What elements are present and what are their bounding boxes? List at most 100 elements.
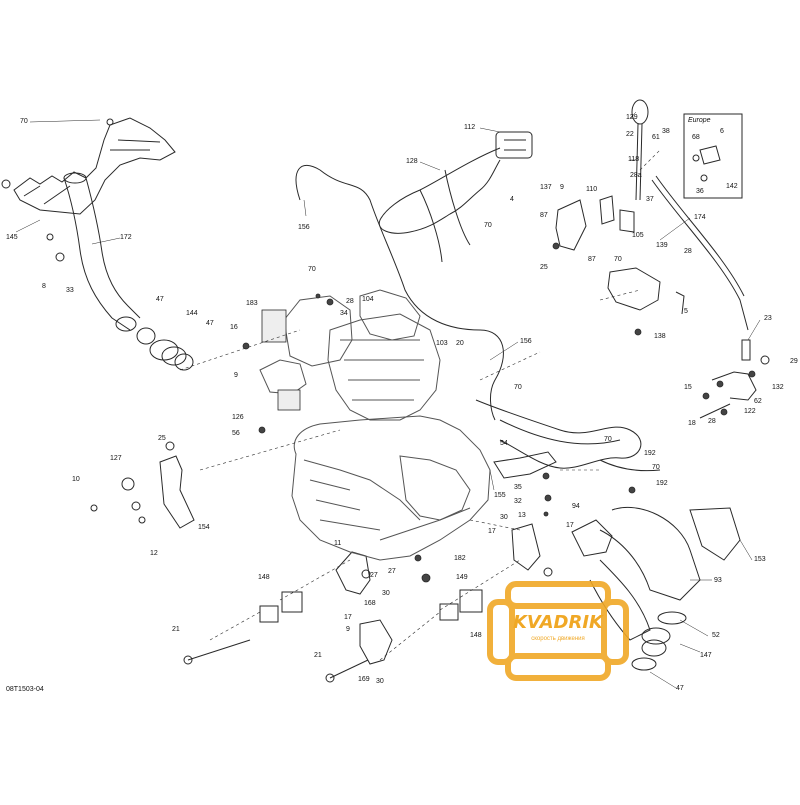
callout-label: 10 — [72, 476, 80, 483]
callout-label: 23 — [764, 315, 772, 322]
callout-label: 35 — [514, 484, 522, 491]
fastener-70 — [315, 293, 321, 299]
callout-label: 9 — [560, 184, 564, 191]
callout-label: 47 — [156, 296, 164, 303]
callout-label: 38 — [662, 128, 670, 135]
callout-label: 15 — [684, 384, 692, 391]
callout-label: 52 — [712, 632, 720, 639]
watermark-brand: KVADRIK — [513, 612, 605, 633]
callout-label: 168 — [364, 600, 376, 607]
fastener-192 — [628, 486, 636, 494]
rubber-mount-148-left — [259, 591, 303, 623]
callout-label: 70 — [484, 222, 492, 229]
fastener-28 — [326, 298, 334, 306]
callout-label: 87 — [588, 256, 596, 263]
rubber-mount-148-right — [439, 589, 483, 621]
callout-label: 20 — [456, 340, 464, 347]
fastener-16 — [242, 342, 250, 350]
callout-label: 54 — [500, 440, 508, 447]
callout-label: 94 — [572, 503, 580, 510]
callout-label: 17 — [566, 522, 574, 529]
callout-label: 104 — [362, 296, 374, 303]
leader-lines — [179, 149, 661, 661]
callout-label: 62 — [754, 398, 762, 405]
europe-inset-box — [683, 113, 743, 199]
callout-label: 182 — [454, 555, 466, 562]
bolts-left — [1, 118, 114, 262]
solenoid-bracket — [607, 267, 685, 315]
callout-label: 28 — [346, 298, 354, 305]
callout-label: 174 — [694, 214, 706, 221]
callout-label: 27 — [388, 568, 396, 575]
callout-label: 70 — [614, 256, 622, 263]
fastener-18 — [702, 392, 710, 400]
callout-label: 70 — [20, 118, 28, 125]
callout-label: 70 — [604, 436, 612, 443]
callout-label: 21 — [172, 626, 180, 633]
callout-label: 28 — [708, 418, 716, 425]
callout-label: 127 — [110, 455, 122, 462]
callout-label: 139 — [656, 242, 668, 249]
callout-label: 47 — [676, 685, 684, 692]
callout-label: 11 — [334, 540, 342, 547]
boot-and-clamps — [136, 327, 194, 371]
fastener-13 — [543, 511, 549, 517]
wiring-harness — [378, 147, 501, 263]
long-bolt-21-right — [325, 659, 369, 683]
callout-label: 87 — [540, 212, 548, 219]
long-bolt-21-left — [183, 639, 251, 665]
callout-label: 37 — [646, 196, 654, 203]
engine-block — [259, 289, 491, 561]
fastener-15 — [716, 380, 724, 388]
callout-label: 61 — [652, 134, 660, 141]
callout-label: 28 — [684, 248, 692, 255]
exhaust-gasket-147 — [631, 627, 671, 671]
callout-label: 138 — [654, 333, 666, 340]
callout-label: 16 — [230, 324, 238, 331]
callout-label: 110 — [586, 186, 598, 193]
callout-label: 6 — [720, 128, 724, 135]
throttle-cable — [295, 164, 504, 421]
callout-label: 154 — [198, 524, 210, 531]
fastener-182 — [414, 554, 422, 562]
callout-label: 33 — [66, 287, 74, 294]
watermark-tagline: скорость движения — [531, 636, 585, 642]
callout-label: 192 — [656, 480, 668, 487]
engine-mount-bracket-168 — [335, 551, 371, 595]
callout-label: 149 — [456, 574, 468, 581]
fastener-25 — [552, 242, 560, 250]
exhaust-elbow-94 — [571, 519, 613, 557]
callout-label: 137 — [540, 184, 552, 191]
europe-inset-parts — [692, 145, 721, 182]
callout-label: 147 — [700, 652, 712, 659]
shift-linkage — [699, 355, 770, 419]
callout-label: 169 — [358, 676, 370, 683]
fastener-5 — [634, 328, 642, 336]
callout-label: 12 — [150, 550, 158, 557]
callout-label: 47 — [206, 320, 214, 327]
callout-label: 128 — [406, 158, 418, 165]
callout-label: 112 — [464, 124, 476, 131]
callout-label: 144 — [186, 310, 198, 317]
callout-label: 30 — [376, 678, 384, 685]
fastener-32 — [544, 494, 552, 502]
callout-label: 129 — [626, 114, 638, 121]
sensor-126 — [277, 389, 301, 411]
callout-leaders — [15, 111, 761, 689]
callout-label: 93 — [714, 577, 722, 584]
callout-label: 70 — [308, 266, 316, 273]
callout-label: 30 — [382, 590, 390, 597]
drawing-code: 08T1503-04 — [6, 686, 44, 693]
callout-label: 56 — [232, 430, 240, 437]
callout-label: 32 — [514, 498, 522, 505]
exhaust-heat-shield-153 — [689, 507, 741, 561]
callout-label: 28a — [630, 172, 642, 179]
callout-label: 192 — [644, 450, 656, 457]
callout-label: 25 — [540, 264, 548, 271]
callout-label: 9 — [234, 372, 238, 379]
callout-label: 68 — [692, 134, 700, 141]
callout-label: 27 — [370, 572, 378, 579]
shift-bracket — [555, 195, 635, 251]
callout-label: 148 — [258, 574, 270, 581]
